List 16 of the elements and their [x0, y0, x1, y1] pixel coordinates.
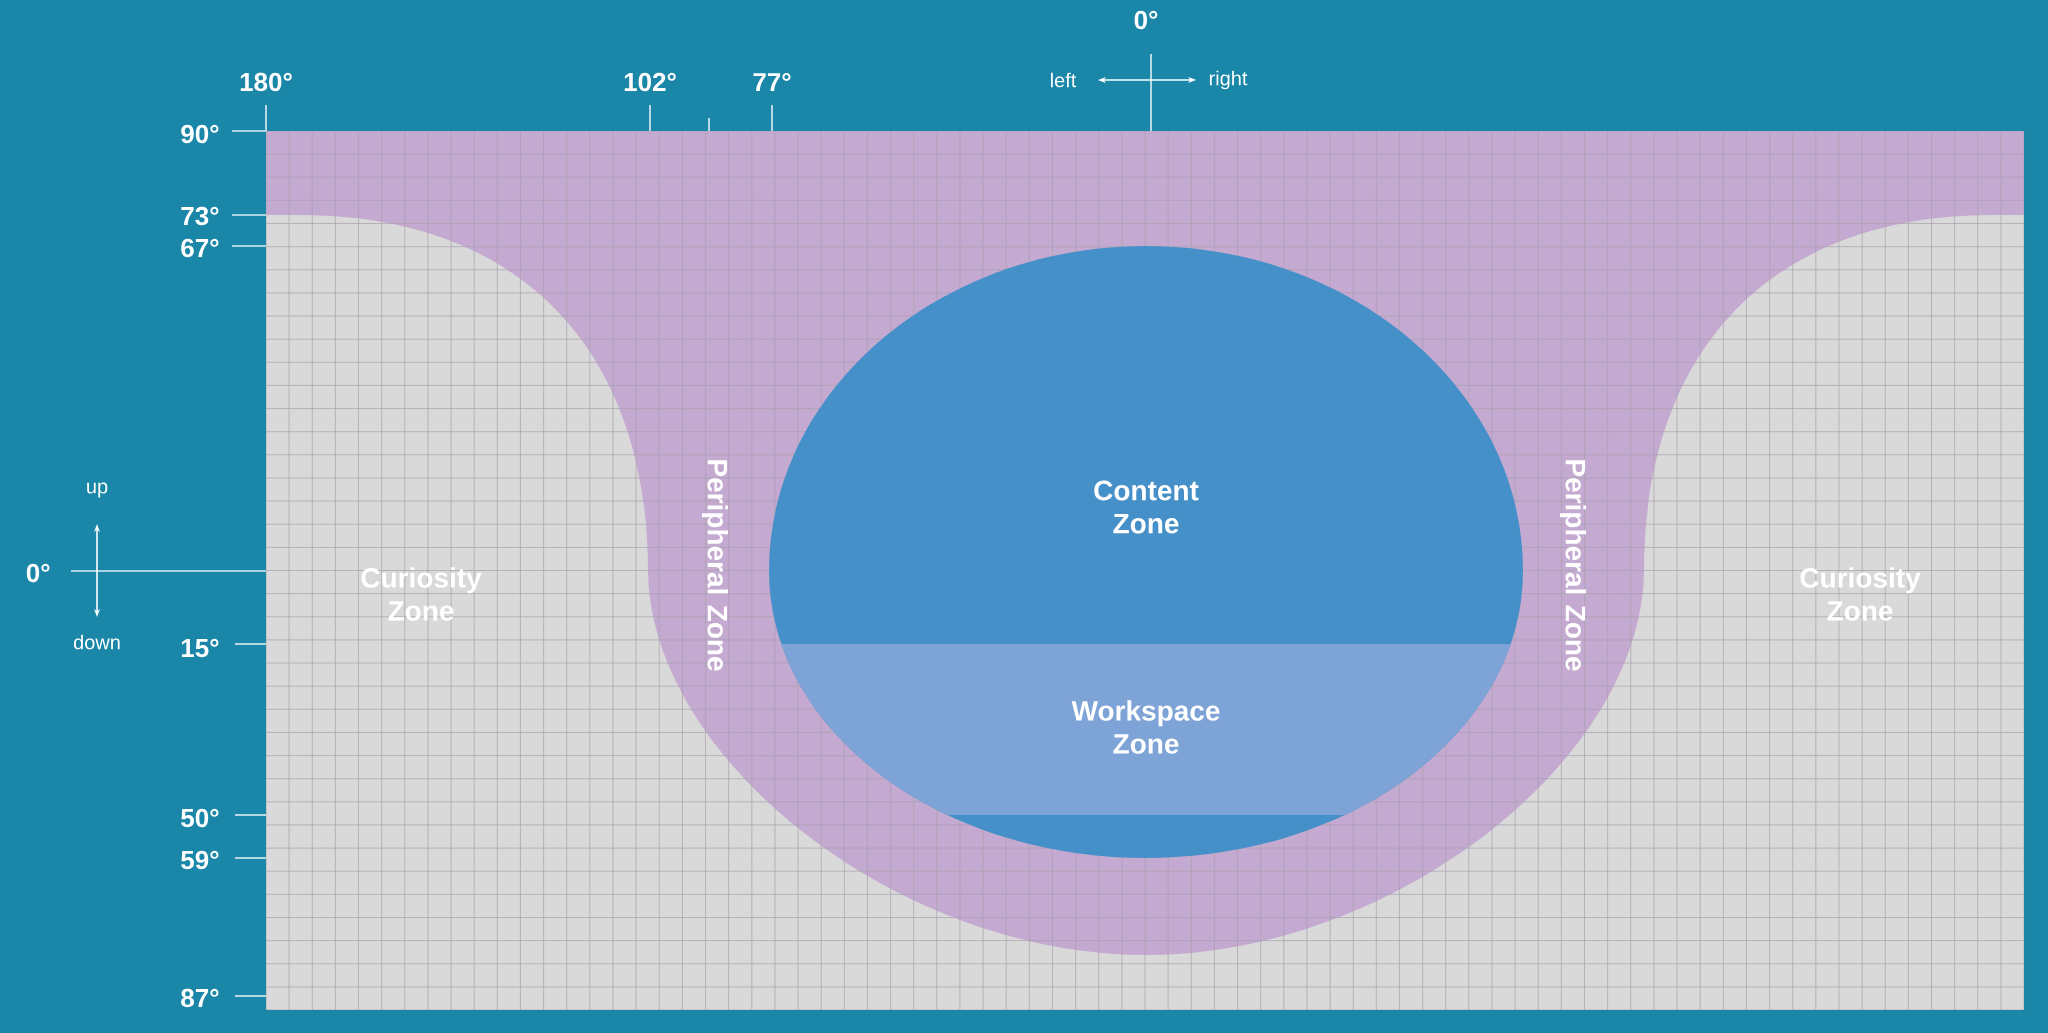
degree-label: 59° — [181, 850, 219, 870]
degree-label: 90° — [181, 124, 219, 144]
direction-label: up — [87, 482, 108, 498]
direction-label: right — [1209, 70, 1248, 90]
degree-label: 67° — [181, 238, 219, 258]
degree-label: 87° — [181, 988, 219, 1008]
degree-label: 77° — [753, 72, 791, 92]
direction-label: left — [1051, 72, 1077, 88]
degree-label: 50° — [181, 808, 219, 828]
degree-label: 73° — [181, 206, 219, 226]
direction-label: down — [73, 634, 120, 650]
degree-label: 15° — [181, 638, 219, 658]
degree-label: 0° — [26, 563, 50, 583]
degree-label: 102° — [624, 72, 676, 92]
degree-label: 0° — [1134, 10, 1158, 30]
degree-label: 180° — [240, 72, 292, 92]
